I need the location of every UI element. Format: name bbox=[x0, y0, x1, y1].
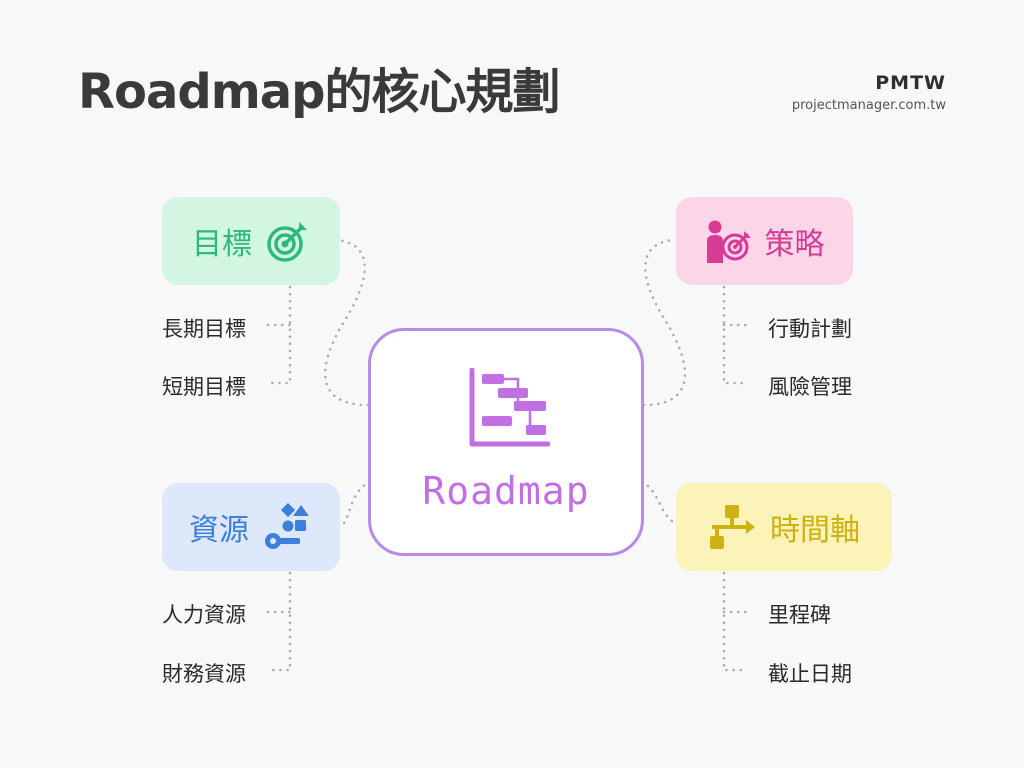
node-timeline: 時間軸 bbox=[676, 483, 892, 571]
brand-name: PMTW bbox=[875, 72, 946, 94]
resources-item-human: 人力資源 bbox=[162, 603, 246, 627]
page-title: Roadmap的核心規劃 bbox=[78, 64, 560, 120]
node-strategy-label: 策略 bbox=[764, 227, 825, 262]
timeline-item-deadline: 截止日期 bbox=[768, 662, 852, 686]
resources-item-financial: 財務資源 bbox=[162, 662, 246, 686]
timeline-item-milestone: 里程碑 bbox=[768, 603, 831, 627]
center-node: Roadmap bbox=[368, 328, 644, 556]
goal-item-short-term: 短期目標 bbox=[162, 375, 246, 399]
center-label: Roadmap bbox=[422, 469, 590, 513]
gantt-chart-icon bbox=[469, 368, 550, 447]
node-resources-label: 資源 bbox=[189, 513, 249, 548]
brand-url: projectmanager.com.tw bbox=[791, 98, 946, 113]
flow-chart-icon bbox=[710, 505, 755, 549]
shapes-key-icon bbox=[265, 503, 309, 549]
person-target-icon bbox=[706, 220, 751, 263]
brand-block: PMTW projectmanager.com.tw bbox=[792, 72, 946, 113]
node-timeline-label: 時間軸 bbox=[770, 513, 860, 548]
strategy-item-action-plan: 行動計劃 bbox=[768, 317, 852, 341]
strategy-item-risk: 風險管理 bbox=[768, 375, 852, 399]
target-icon bbox=[267, 222, 307, 262]
node-strategy: 策略 bbox=[676, 197, 853, 285]
node-goal: 目標 bbox=[162, 197, 340, 285]
node-resources: 資源 bbox=[162, 483, 340, 571]
goal-item-long-term: 長期目標 bbox=[162, 317, 246, 341]
node-goal-label: 目標 bbox=[192, 227, 252, 262]
